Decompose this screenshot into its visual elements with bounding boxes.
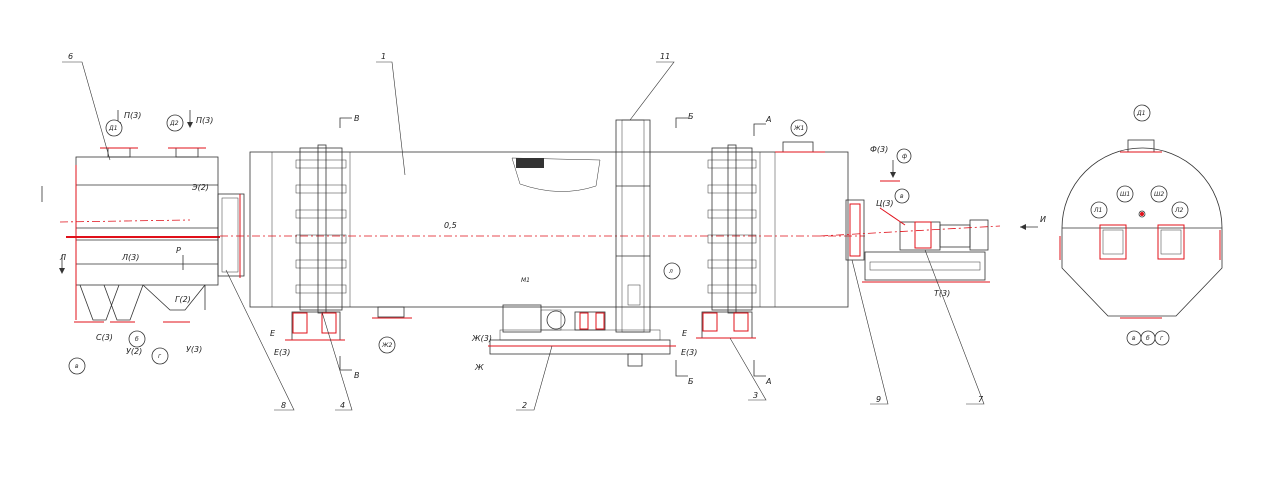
nozzle-l-label: л: [668, 268, 673, 275]
nozzle-f: ф: [902, 153, 907, 160]
nozzle-l2: Л2: [1174, 207, 1184, 214]
callout-6: 6: [68, 52, 73, 61]
section-i: И: [1040, 215, 1046, 224]
stream-p3-left: П(3): [124, 111, 141, 120]
nozzle-m1: М1: [521, 277, 530, 284]
nozzle-l1: Л1: [1093, 207, 1102, 214]
section-ye-left: Е: [270, 329, 276, 338]
slope-label: 0,5: [444, 221, 457, 230]
section-a-top: А: [765, 115, 771, 124]
stream-ye3-left: Е(3): [274, 348, 290, 357]
callout-7: 7: [978, 395, 984, 404]
nozzle-sh1: Ш1: [1120, 191, 1130, 198]
outlet-seal: [845, 199, 865, 261]
loading-chamber: [59, 147, 220, 323]
section-a-bottom: А: [765, 377, 771, 386]
flow-arrows: [59, 110, 896, 274]
nozzle-v-right: в: [900, 193, 904, 200]
stream-ye3-right: Е(3): [681, 348, 697, 357]
section-ye-right: Е: [682, 329, 688, 338]
section-b-bottom: Б: [688, 377, 694, 386]
section-b-top: Б: [688, 112, 694, 121]
stream-u2: У(2): [126, 347, 142, 356]
callout-11: 11: [660, 52, 670, 61]
discharge-unit: [819, 180, 1001, 283]
callout-1: 1: [381, 52, 386, 61]
nozzle-zh1: Ж1: [793, 125, 804, 132]
support-station-right: [696, 144, 757, 339]
nozzle-v: в: [75, 363, 79, 370]
nozzle-g-end: г: [1160, 335, 1164, 342]
stream-f3: Ф(3): [870, 145, 888, 154]
stream-u3: У(3): [186, 345, 202, 354]
stream-zh3: Ж(3): [471, 334, 492, 343]
stream-s3: С(3): [96, 333, 113, 342]
stream-p3-right: П(3): [196, 116, 213, 125]
callout-9: 9: [876, 395, 881, 404]
callout-3: 3: [753, 391, 758, 400]
gear-rim-column: л: [615, 119, 681, 333]
nozzle-b: б: [135, 336, 139, 343]
nozzle-bubbles: Д1 Д2 в б г Ж1 Ж2 М1 ф в Д1 Ш1 Ш2 Л1 Л2 …: [68, 104, 1189, 375]
stream-l3: Л(3): [121, 253, 139, 262]
nozzle-v-end: в: [1132, 335, 1136, 342]
stream-t3: Т(3): [934, 289, 950, 298]
section-v-top: В: [354, 114, 360, 123]
section-v-bottom: В: [354, 371, 360, 380]
section-zh: Ж: [474, 363, 484, 372]
callout-leaders: 6 1 11 8 4 2 3 9 7: [62, 52, 985, 411]
callout-8: 8: [281, 401, 286, 410]
stream-f2: Г(2): [175, 295, 191, 304]
nozzle-b-end: б: [1146, 335, 1150, 342]
stream-labels: П(3) П(3) Э(2) Л(3) Л Р Г(2) С(3) У(2) У…: [59, 111, 950, 357]
drive-station: [488, 304, 676, 367]
support-station-left: [285, 144, 347, 341]
nozzle-d1-end: Д1: [1136, 110, 1146, 117]
nozzle-d1: Д1: [108, 125, 118, 132]
nozzle-d2: Д2: [169, 120, 179, 127]
callout-2: 2: [522, 401, 527, 410]
stream-l: Л: [59, 253, 66, 262]
nozzle-sh2: Ш2: [1154, 191, 1164, 198]
nozzle-g: г: [158, 353, 162, 360]
section-marks: В В Б Б А А И Е Е Ж: [41, 112, 1046, 386]
stream-r: Р: [176, 246, 181, 255]
rotary-drum: [220, 141, 865, 319]
nozzle-zh2: Ж2: [381, 342, 392, 349]
stream-ts3: Ц(3): [876, 199, 894, 208]
callout-4: 4: [340, 401, 345, 410]
stream-e2: Э(2): [191, 183, 209, 192]
end-view: [1059, 139, 1223, 319]
